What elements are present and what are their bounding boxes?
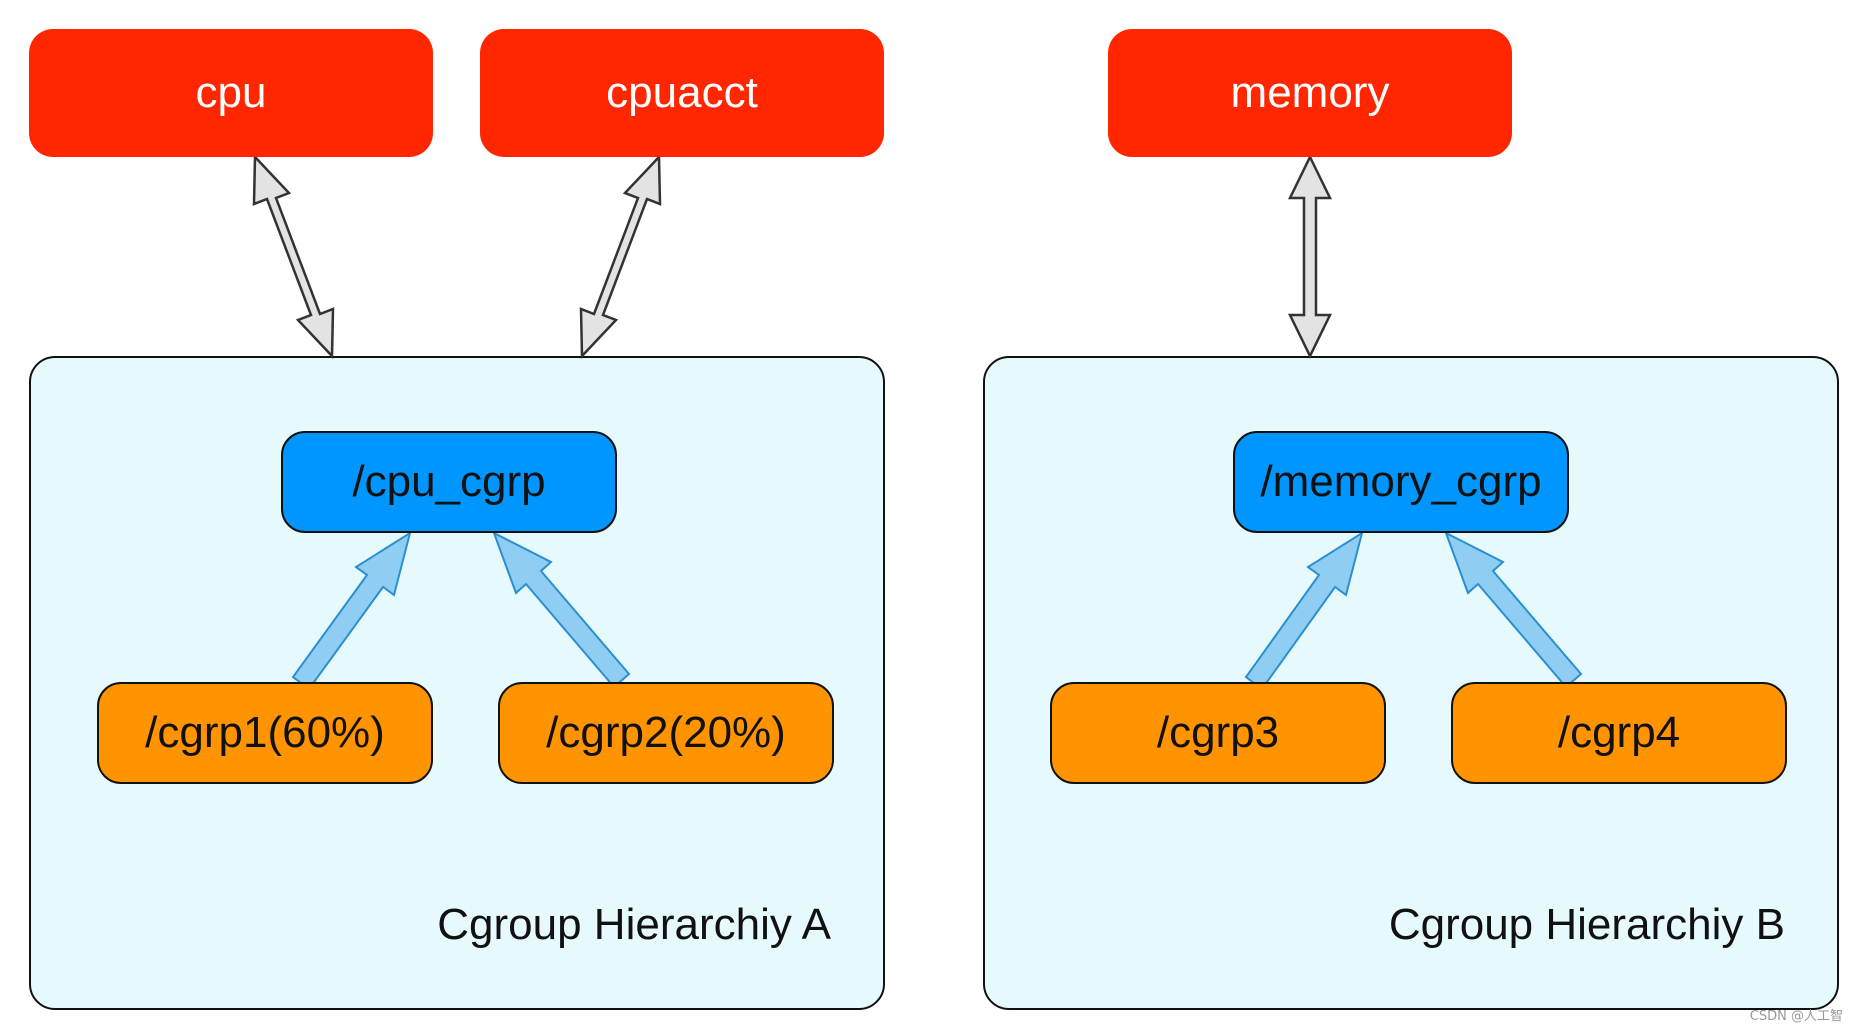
cgrp2-node: /cgrp2(20%) [498,682,834,784]
memory-cgrp-label: /memory_cgrp [1260,457,1542,506]
memory-cgrp-node: /memory_cgrp [1233,431,1569,533]
cgrp2-label: /cgrp2(20%) [546,708,786,757]
memory-subsystem-label: memory [1230,68,1390,117]
cpu-cgrp-label: /cpu_cgrp [352,457,546,506]
hierarchy-b-label: Cgroup Hierarchiy B [1388,900,1785,949]
cpu-subsystem-node: cpu [29,29,433,157]
cpuacct-subsystem-label: cpuacct [606,68,758,117]
cgrp1-node: /cgrp1(60%) [97,682,433,784]
memory-link-arrow [1287,154,1333,359]
cgrp1-label: /cgrp1(60%) [145,708,385,757]
hierarchy-a-label: Cgroup Hierarchiy A [437,900,831,949]
cpu-link-arrow [252,153,335,360]
watermark-text: CSDN @人工智 [1749,1009,1843,1024]
cgrp4-node: /cgrp4 [1451,682,1787,784]
cpuacct-link-arrow [579,153,662,360]
cpu-cgrp-node: /cpu_cgrp [281,431,617,533]
cgrp3-label: /cgrp3 [1156,708,1280,757]
cgrp4-label: /cgrp4 [1557,708,1681,757]
cgrp3-node: /cgrp3 [1050,682,1386,784]
cpu-subsystem-label: cpu [195,68,267,117]
cpuacct-subsystem-node: cpuacct [480,29,884,157]
memory-subsystem-node: memory [1108,29,1512,157]
